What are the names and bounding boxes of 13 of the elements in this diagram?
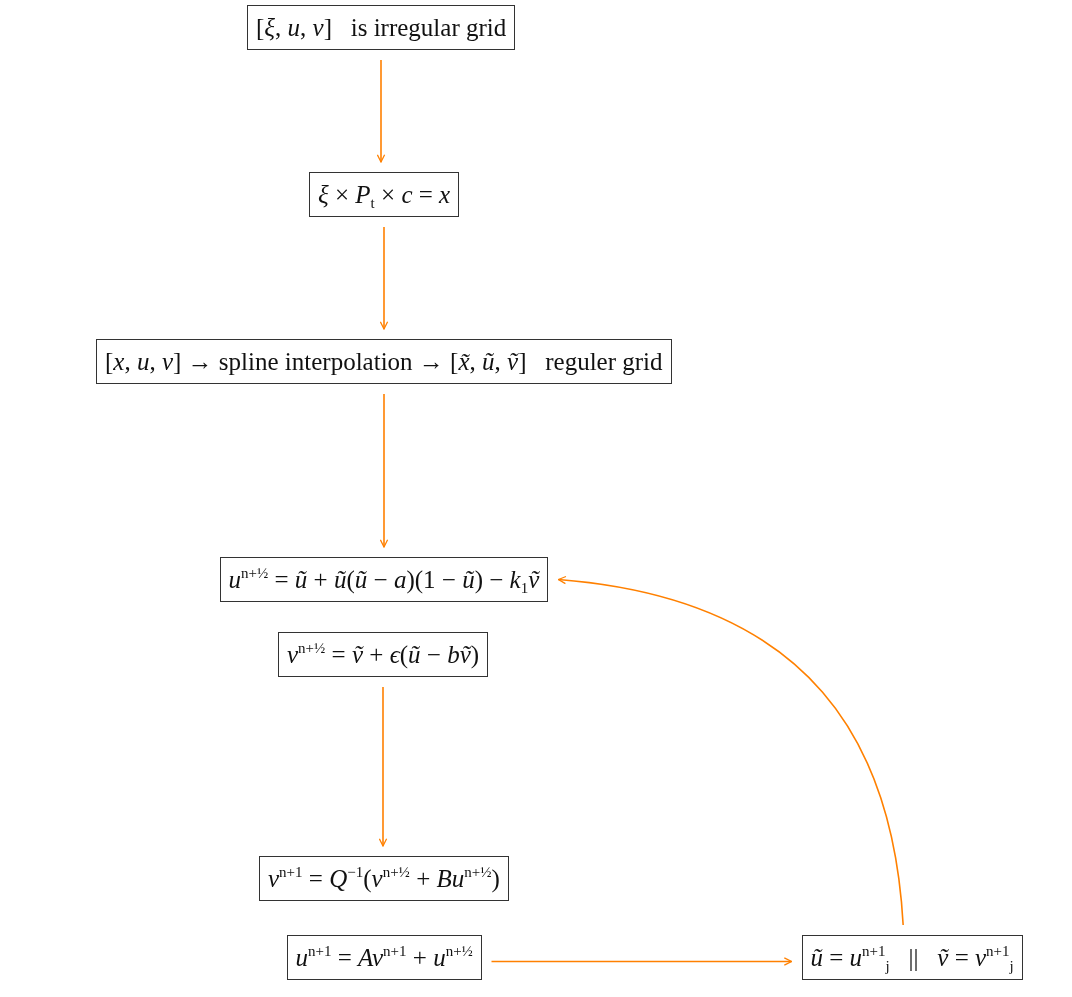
arrow [376, 59, 386, 163]
formula-box: [x, u, v] → spline interpolation → [x̃, ũ, ṽ] reguler grid [96, 339, 672, 385]
formula-box: v$^{n+½}$ = ṽ + ϵ(ũ − bṽ) [278, 632, 489, 678]
formula-box: ξ × P$_{t}$ × c = x [309, 172, 460, 218]
formula-box: [ξ, u, v] is irregular grid [247, 5, 516, 51]
arrow [490, 957, 793, 966]
formula-box: u$^{n+½}$ = ũ + ũ(ũ − a)(1 − ũ) − k$_{1}$ṽ [219, 557, 549, 603]
arrow [379, 226, 389, 330]
arrow [379, 393, 389, 548]
formula-box: u$^{n+1}$ = Av$^{n+1}$ + u$^{n+½}$ [286, 935, 482, 981]
arrow [378, 686, 388, 847]
formula-box: v$^{n+1}$ = Q$^{−1}$(v$^{n+½}$ + Bu$^{n+½}$) [259, 856, 509, 902]
arrow [557, 576, 904, 926]
